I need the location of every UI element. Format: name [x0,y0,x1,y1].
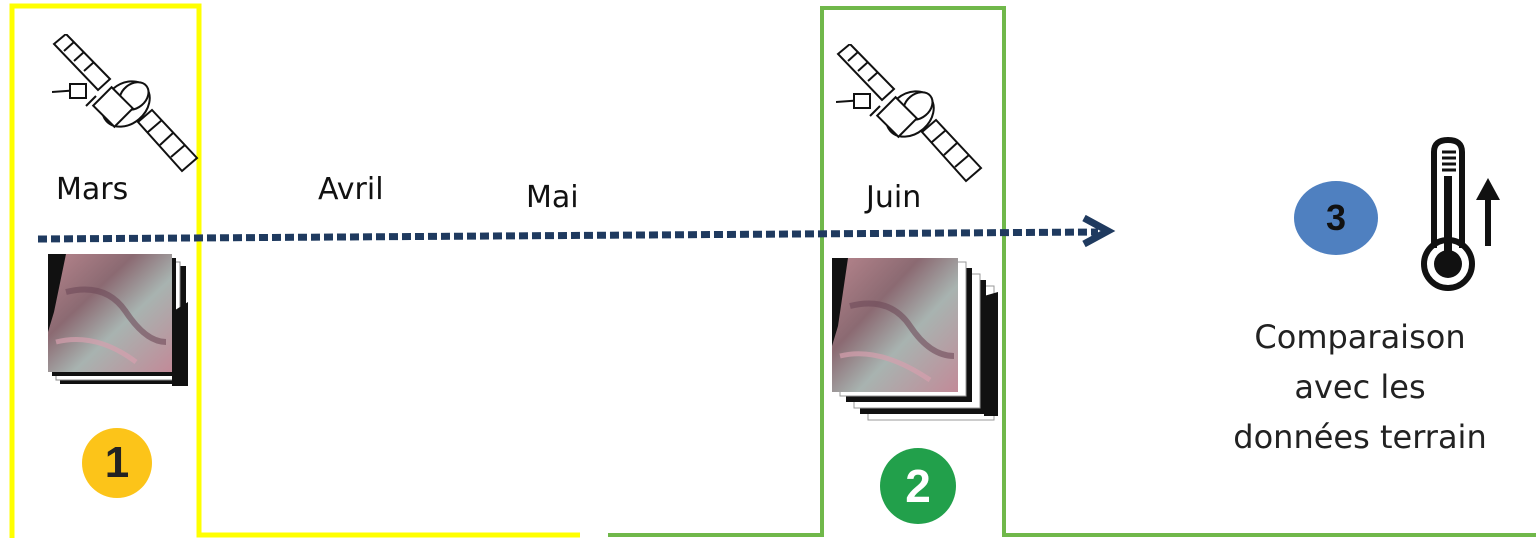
step-badge-2: 2 [880,448,956,524]
step-badge-1: 1 [82,428,152,498]
month-label-mars: Mars [56,172,129,207]
step-number-2: 2 [905,460,931,512]
thermometer-icon [1421,136,1500,291]
satellite-image-stack [48,254,188,386]
caption-line-1: Comparaison [1254,318,1466,356]
timeline-arrow [37,214,1116,248]
arrow-up-icon [1476,178,1500,246]
month-label-mai: Mai [526,180,579,215]
caption-line-3: données terrain [1233,418,1487,456]
month-label-avril: Avril [318,172,384,207]
step-number-1: 1 [104,438,130,487]
satellite-image-stack [832,258,998,421]
month-label-juin: Juin [866,180,922,215]
satellite-icon [52,34,199,173]
step-badge-3: 3 [1294,181,1378,255]
frame-step1 [9,3,580,538]
frame-step2 [608,6,1536,537]
comparison-caption: Comparaison avec les données terrain [1185,312,1535,462]
caption-line-2: avec les [1294,368,1426,406]
satellite-icon [836,44,983,183]
step-number-3: 3 [1325,197,1347,238]
